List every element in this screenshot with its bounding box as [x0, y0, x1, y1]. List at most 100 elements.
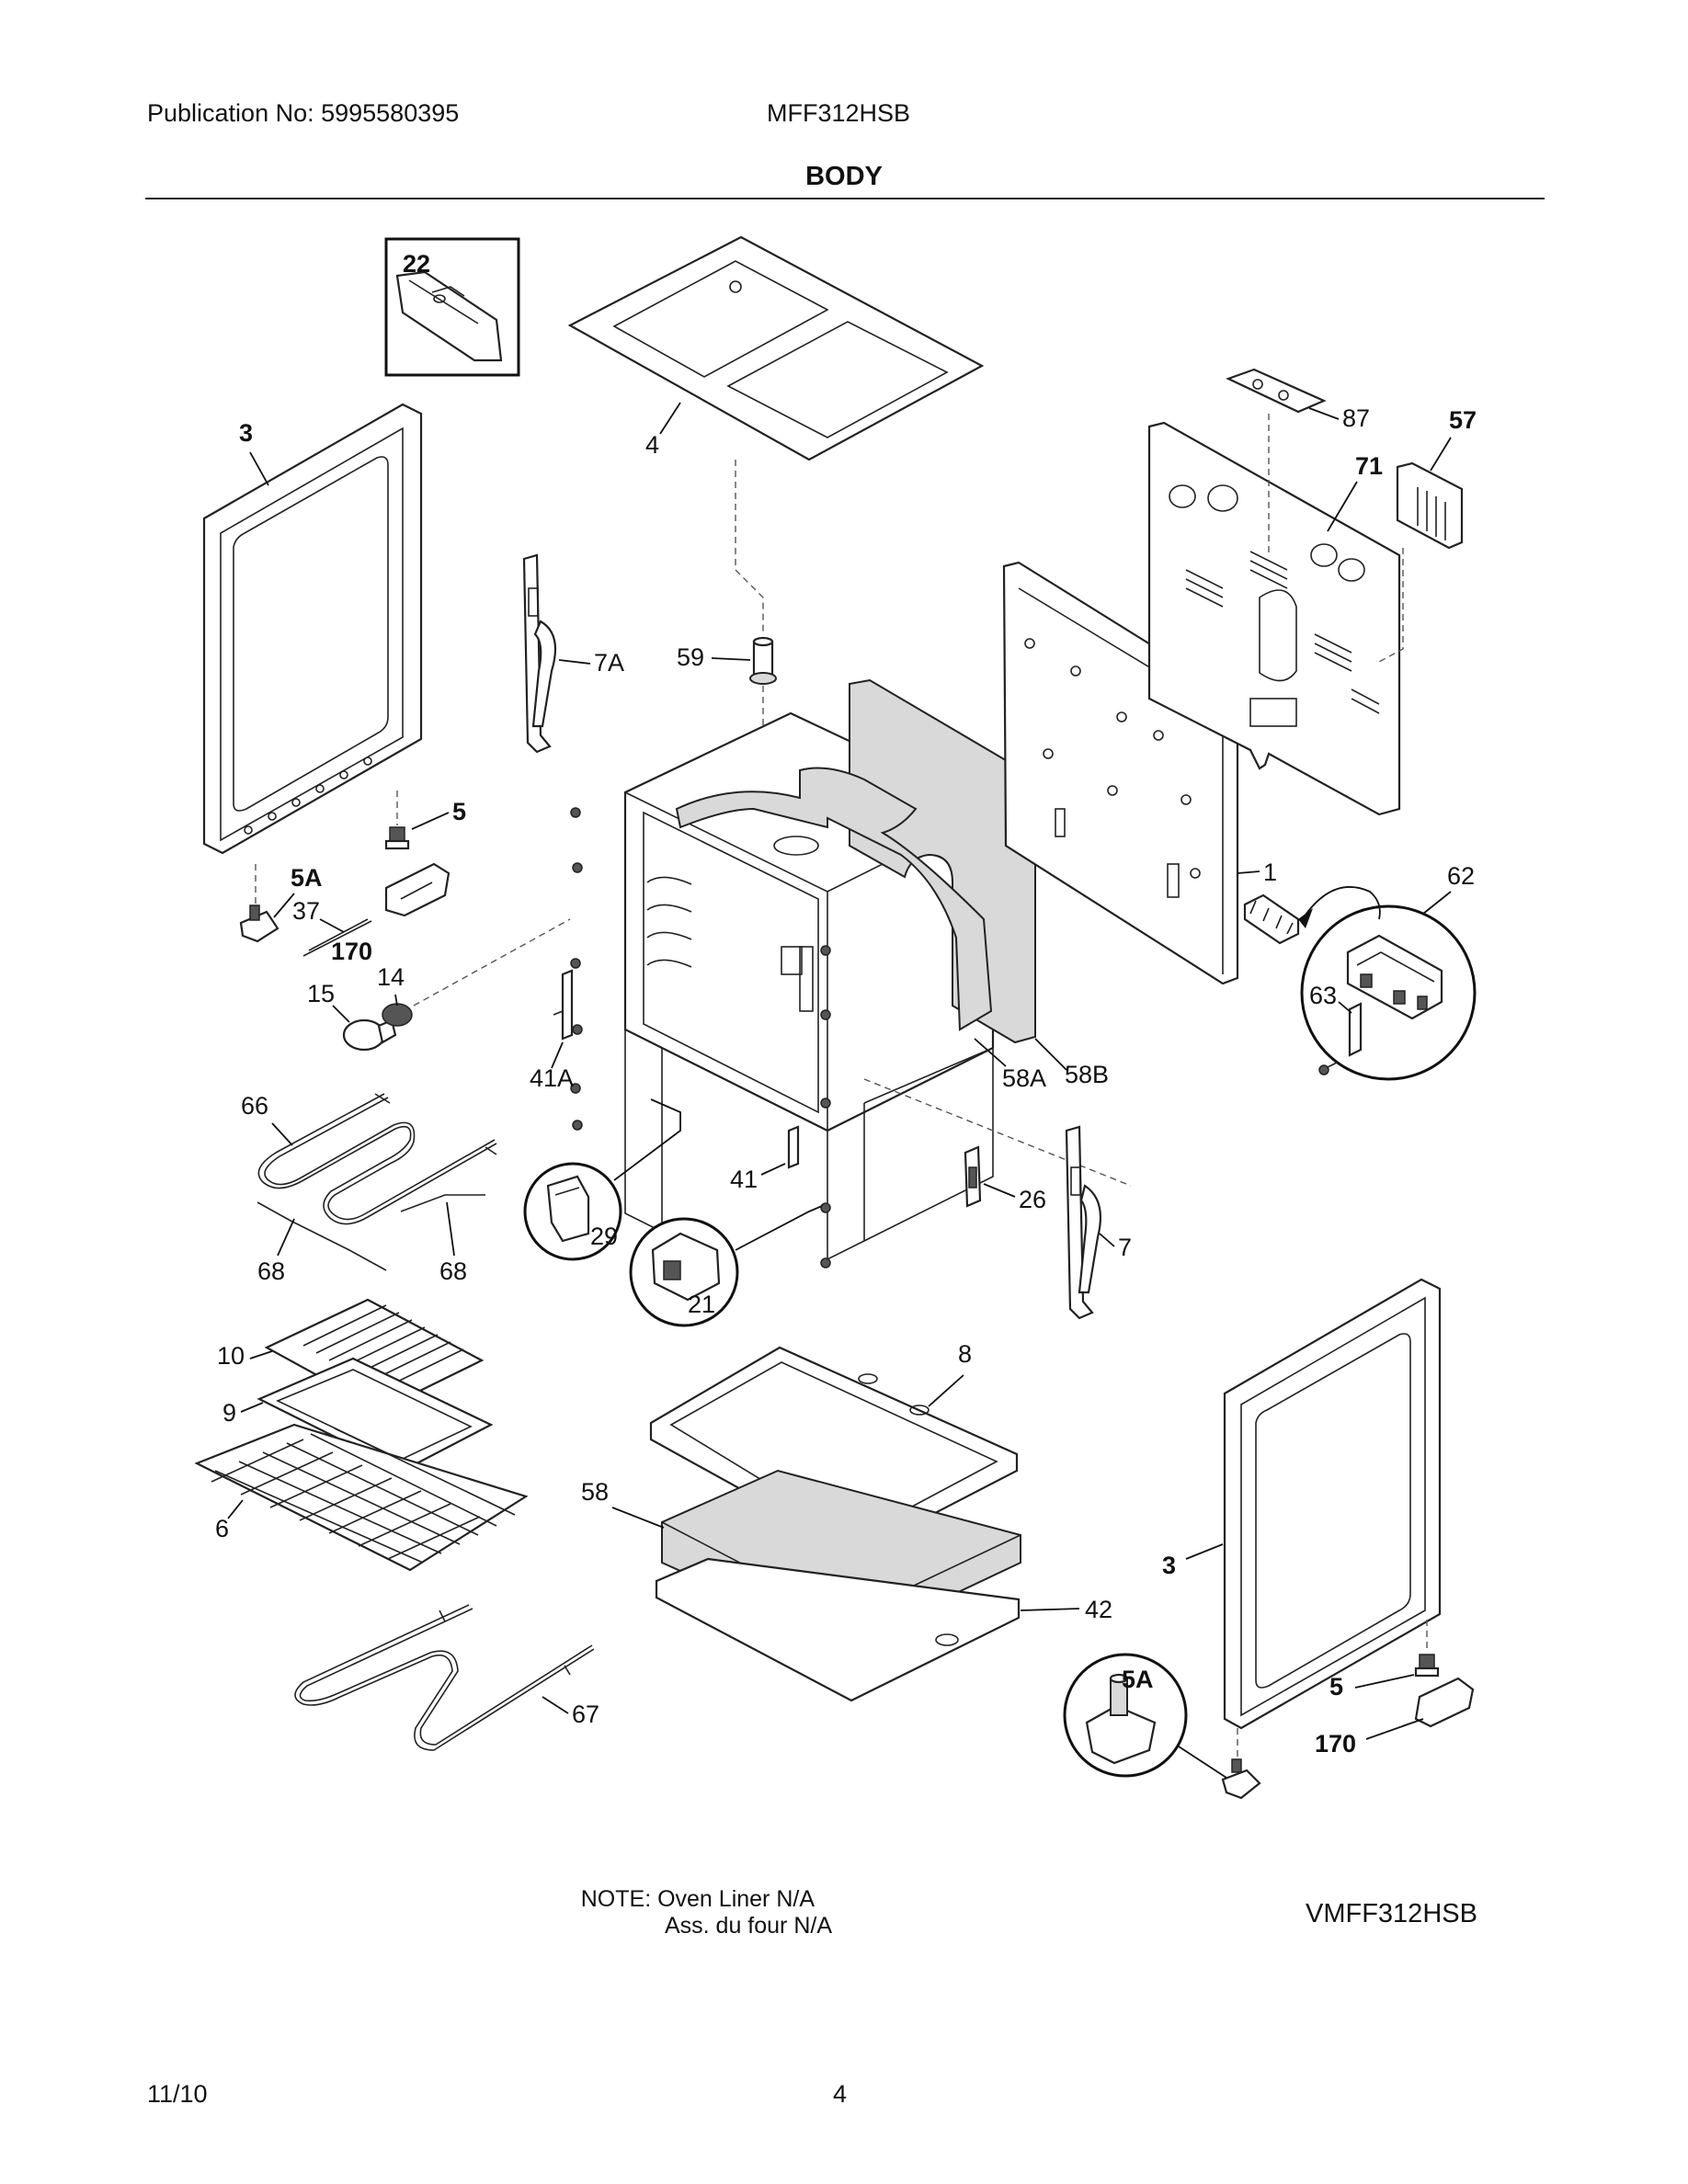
part-37-wire [302, 918, 372, 957]
callout-8: 8 [958, 1340, 972, 1368]
variant-model-number: VMFF312HSB [1306, 1899, 1477, 1928]
callout-29: 29 [590, 1223, 618, 1250]
part-14-lamp-socket [382, 1003, 413, 1027]
callout-10: 10 [217, 1342, 245, 1370]
callout-41: 41 [730, 1166, 758, 1193]
leader-170-right [1365, 1718, 1424, 1740]
leader-66 [271, 1122, 293, 1146]
callout-57: 57 [1449, 406, 1477, 434]
leader-8 [928, 1374, 964, 1407]
callout-66: 66 [241, 1092, 268, 1120]
part-67-bake-element [294, 1604, 595, 1751]
callout-170-right: 170 [1315, 1730, 1356, 1757]
callout-71: 71 [1355, 452, 1383, 480]
callout-3-right: 3 [1162, 1552, 1176, 1579]
callout-62: 62 [1447, 862, 1475, 890]
leader-15 [332, 1005, 350, 1023]
leader-3-right [1185, 1543, 1224, 1560]
part-57-vent-cover [1396, 461, 1464, 550]
callout-4: 4 [645, 431, 659, 459]
callout-58: 58 [581, 1478, 609, 1506]
model-number: MFF312HSB [767, 99, 911, 127]
part-58A-insulation-wrap [675, 767, 993, 1031]
arrow-62 [1303, 886, 1381, 920]
leader-71 [1327, 481, 1358, 532]
note-oven-liner-fr: Ass. du four N/A [664, 1913, 832, 1939]
publication-number: Publication No: 5995580395 [147, 99, 460, 127]
callout-7: 7 [1118, 1234, 1132, 1261]
leader-59 [711, 657, 751, 661]
part-71-rear-cover [1147, 421, 1401, 816]
part-66-broil-element [257, 1093, 497, 1225]
callout-37: 37 [292, 897, 320, 925]
callout-58B: 58B [1065, 1061, 1109, 1088]
leader-37 [319, 918, 345, 933]
leader-5-right [1354, 1674, 1415, 1689]
callout-67: 67 [572, 1701, 599, 1728]
leader-67 [542, 1696, 569, 1714]
part-5-leveler-left [384, 826, 410, 850]
leader-6 [227, 1499, 244, 1519]
part-15-lamp-bulb [342, 1018, 397, 1052]
dash-57 [1378, 548, 1404, 663]
part-5A-leg-right [1221, 1758, 1261, 1800]
leader-62 [1422, 891, 1452, 915]
part-62-terminal-detail [1300, 904, 1477, 1081]
leader-14 [394, 994, 398, 1007]
callout-42: 42 [1085, 1596, 1112, 1623]
callout-59: 59 [677, 643, 704, 671]
leader-5-left [411, 812, 450, 830]
callout-68-left: 68 [257, 1257, 285, 1285]
part-41-clip [787, 1125, 800, 1169]
leader-29 [613, 1098, 681, 1181]
callout-21: 21 [688, 1291, 715, 1318]
leader-3-left [249, 451, 269, 486]
leader-63 [1338, 1001, 1352, 1014]
leader-58 [611, 1507, 665, 1529]
dash-lamp [413, 918, 571, 1007]
part-29-clip-detail [523, 1162, 622, 1261]
callout-58A: 58A [1002, 1064, 1046, 1092]
part-5A-leg-left [239, 904, 279, 943]
section-title: BODY [805, 162, 883, 191]
leader-5A-right [1178, 1746, 1227, 1779]
leader-58B [1034, 1038, 1067, 1071]
leader-68-left [277, 1218, 295, 1257]
callout-63: 63 [1309, 982, 1337, 1009]
leader-10 [249, 1350, 273, 1359]
callout-5A-left: 5A [291, 864, 323, 892]
part-3-left-side-panel [202, 403, 423, 855]
part-26-bracket [964, 1145, 982, 1208]
leader-9 [240, 1402, 264, 1413]
callout-5A-right: 5A [1122, 1666, 1154, 1693]
callout-26: 26 [1019, 1186, 1046, 1213]
page-number: 4 [833, 2080, 848, 2108]
part-7-hinge [1065, 1125, 1101, 1320]
part-68-wire-left [257, 1201, 387, 1271]
part-62-terminal-block [1243, 893, 1300, 945]
callout-68-right: 68 [439, 1257, 467, 1285]
leader-41 [760, 1163, 786, 1176]
footer-date: 11/10 [147, 2080, 208, 2108]
part-41A-clip [553, 969, 574, 1041]
leader-42 [1020, 1608, 1080, 1611]
cavity-screws [570, 807, 831, 1268]
leader-1 [1237, 870, 1260, 874]
part-170-bracket-left [384, 862, 451, 917]
callout-3-left: 3 [239, 419, 253, 447]
callout-87: 87 [1342, 404, 1370, 432]
part-3-right-side-panel [1223, 1278, 1442, 1730]
part-5A-leg-detail-right [1063, 1653, 1188, 1778]
part-7A-hinge [522, 553, 557, 754]
callout-41A: 41A [530, 1064, 574, 1092]
leader-41A [551, 1041, 564, 1069]
part-21-spacer-detail [629, 1217, 739, 1327]
leader-5A-left [273, 893, 295, 918]
part-22-inset [384, 237, 520, 377]
part-68-wire-right [400, 1194, 485, 1212]
leader-26 [983, 1183, 1016, 1198]
leader-7 [1099, 1233, 1115, 1247]
arrow-head-62 [1298, 908, 1313, 928]
part-6-oven-rack [194, 1423, 529, 1572]
